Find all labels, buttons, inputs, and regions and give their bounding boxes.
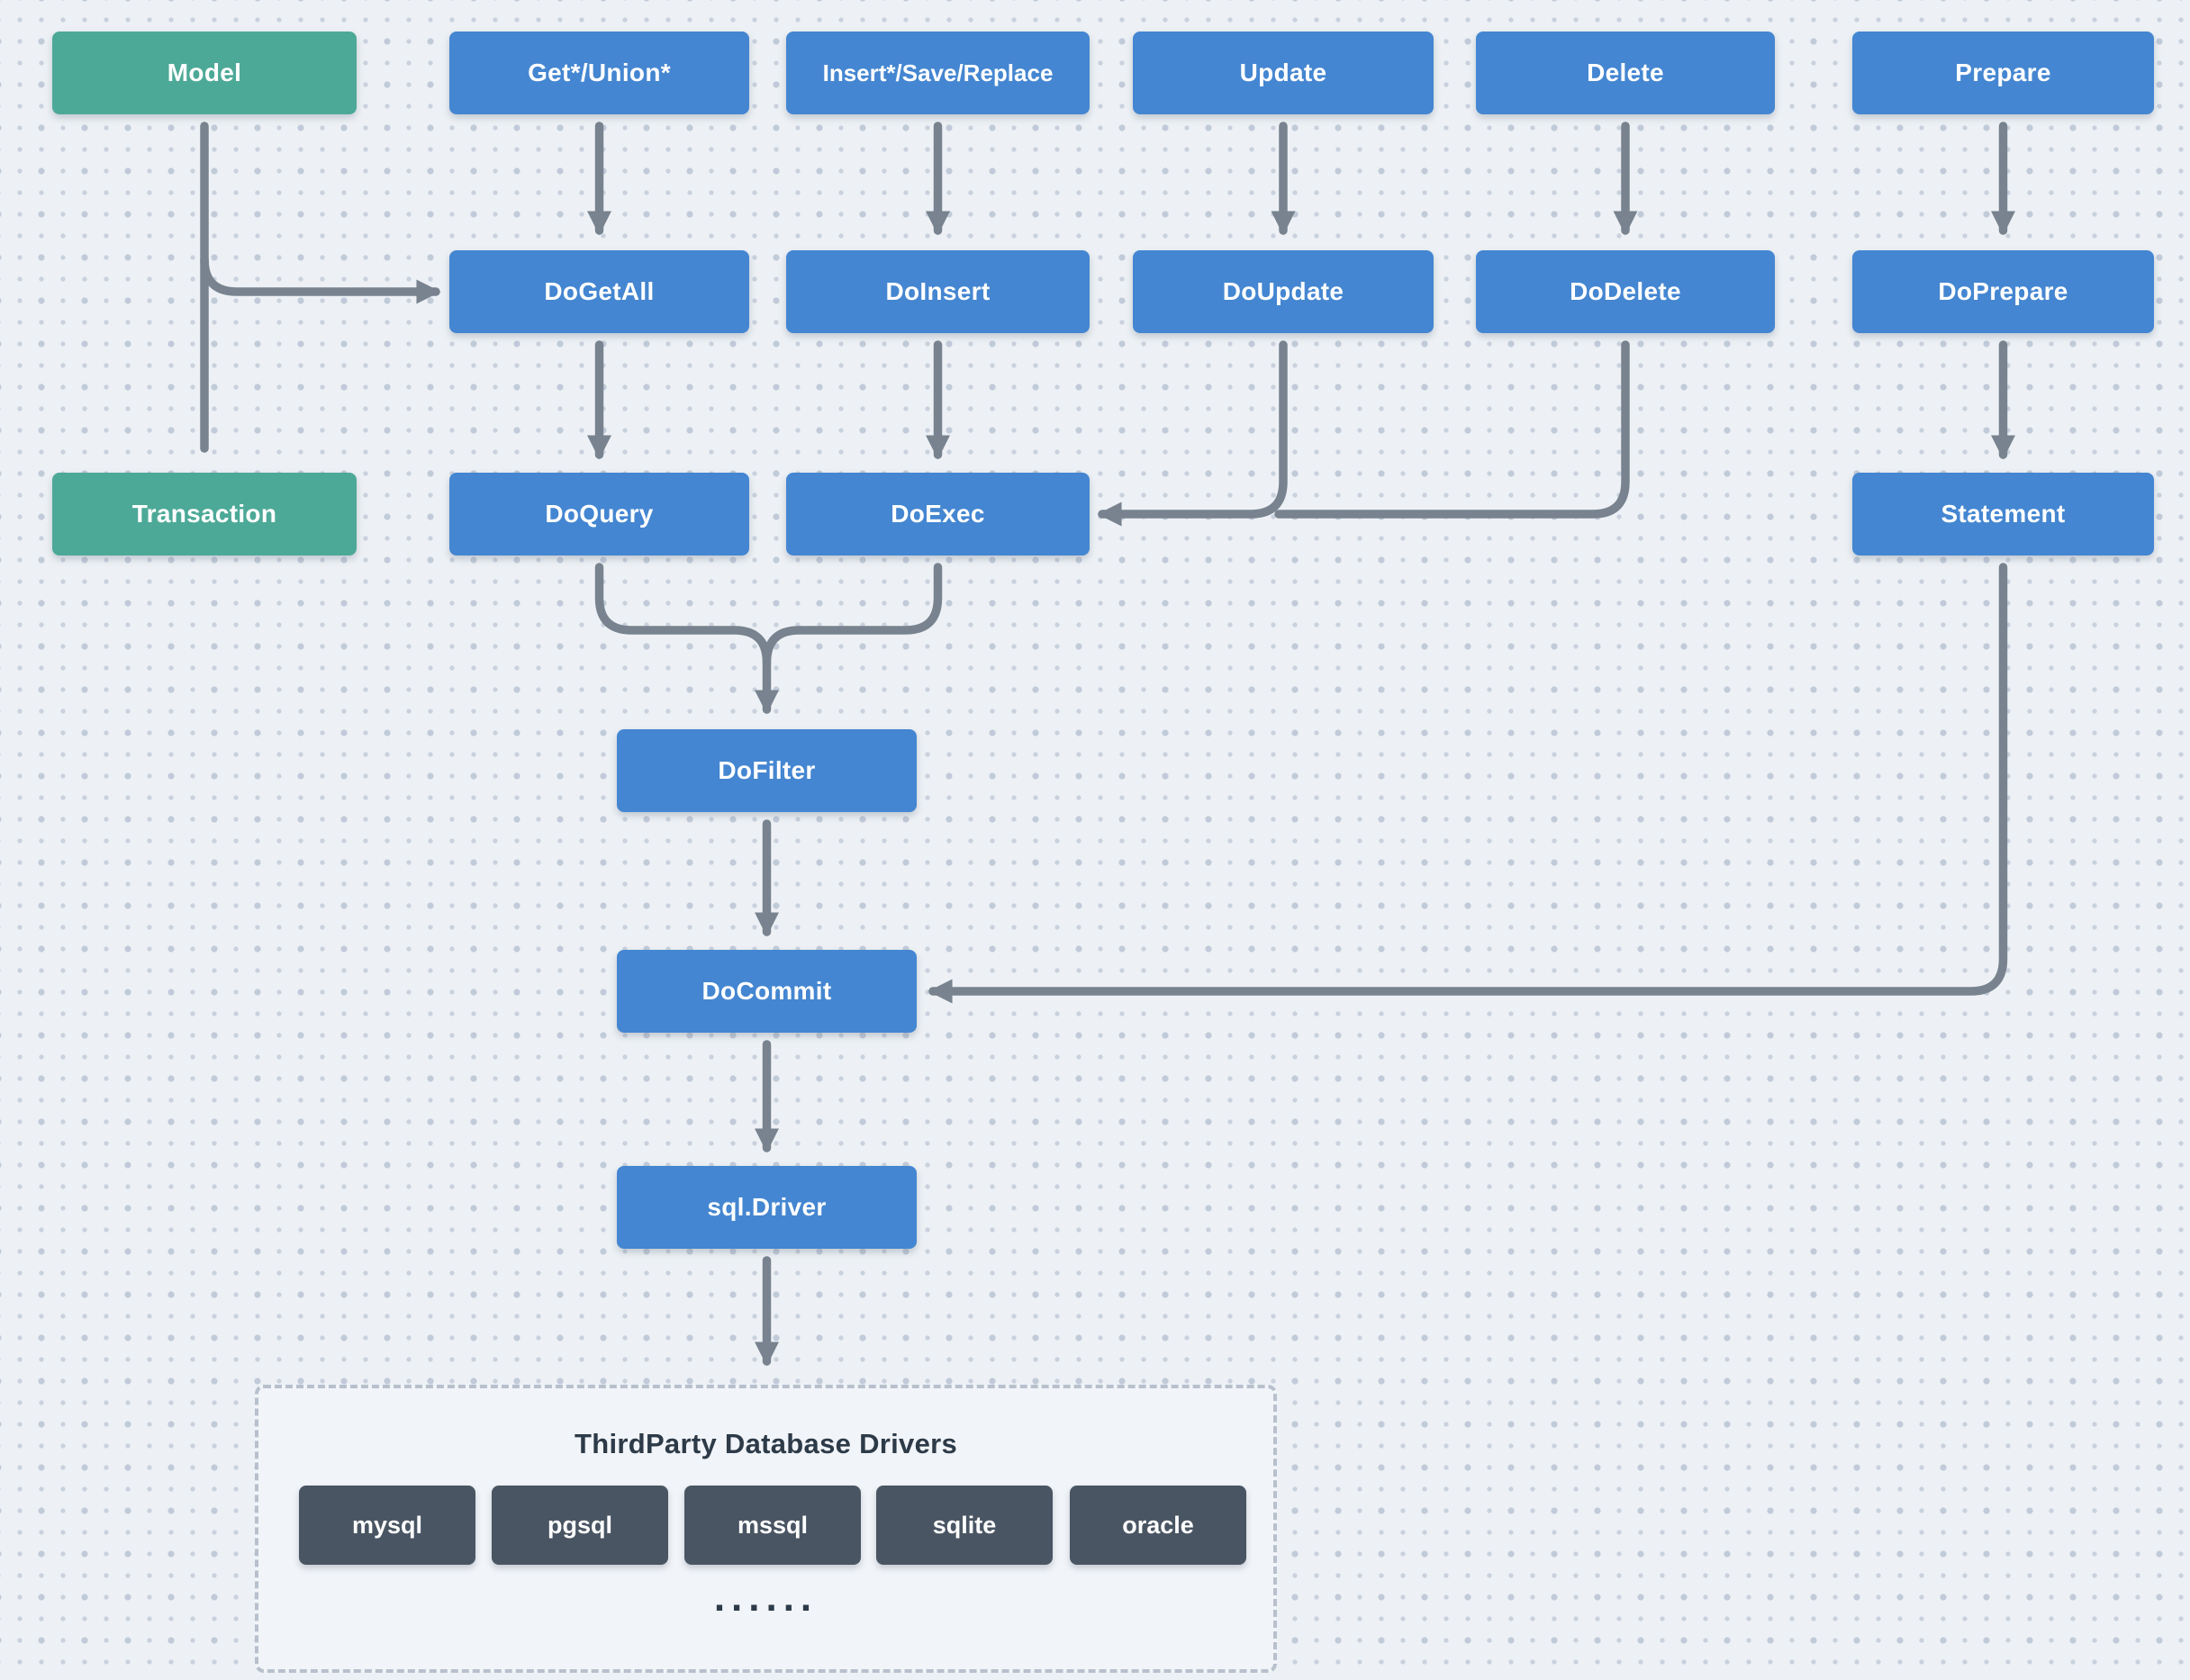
node-delete: Delete bbox=[1476, 32, 1775, 114]
driver-mysql: mysql bbox=[299, 1486, 475, 1565]
driver-mssql: mssql bbox=[684, 1486, 861, 1565]
node-do-insert: DoInsert bbox=[786, 250, 1090, 333]
driver-pgsql: pgsql bbox=[492, 1486, 668, 1565]
node-do-commit: DoCommit bbox=[617, 950, 917, 1033]
node-do-query: DoQuery bbox=[449, 473, 749, 555]
node-do-filter: DoFilter bbox=[617, 729, 917, 812]
node-transaction: Transaction bbox=[52, 473, 357, 555]
arrow-statement-to-docommit bbox=[928, 563, 2008, 1004]
driver-oracle: oracle bbox=[1070, 1486, 1246, 1565]
drivers-panel-title: ThirdParty Database Drivers bbox=[574, 1428, 958, 1459]
node-model: Model bbox=[52, 32, 357, 114]
node-do-prepare: DoPrepare bbox=[1852, 250, 2154, 333]
arrow-model-branch-to-dogetall bbox=[200, 255, 441, 304]
node-prepare: Prepare bbox=[1852, 32, 2154, 114]
arrow-doquery-merge-to-dofilter bbox=[594, 563, 779, 715]
node-do-get-all: DoGetAll bbox=[449, 250, 749, 333]
node-insert-save-replace: Insert*/Save/Replace bbox=[786, 32, 1090, 114]
node-statement: Statement bbox=[1852, 473, 2154, 555]
thirdparty-drivers-panel: ThirdParty Database Drivers mysql pgsql … bbox=[255, 1385, 1277, 1673]
node-do-exec: DoExec bbox=[786, 473, 1090, 555]
node-get-union: Get*/Union* bbox=[449, 32, 749, 114]
arrow-doupdate-to-doexec bbox=[1097, 340, 1288, 527]
line-dodelete-merge bbox=[1274, 340, 1630, 519]
node-sql-driver: sql.Driver bbox=[617, 1166, 917, 1249]
node-do-update: DoUpdate bbox=[1133, 250, 1434, 333]
line-doexec-merge bbox=[762, 563, 943, 667]
drivers-ellipsis: ...... bbox=[713, 1576, 819, 1620]
node-do-delete: DoDelete bbox=[1476, 250, 1775, 333]
node-update: Update bbox=[1133, 32, 1434, 114]
driver-sqlite: sqlite bbox=[876, 1486, 1053, 1565]
